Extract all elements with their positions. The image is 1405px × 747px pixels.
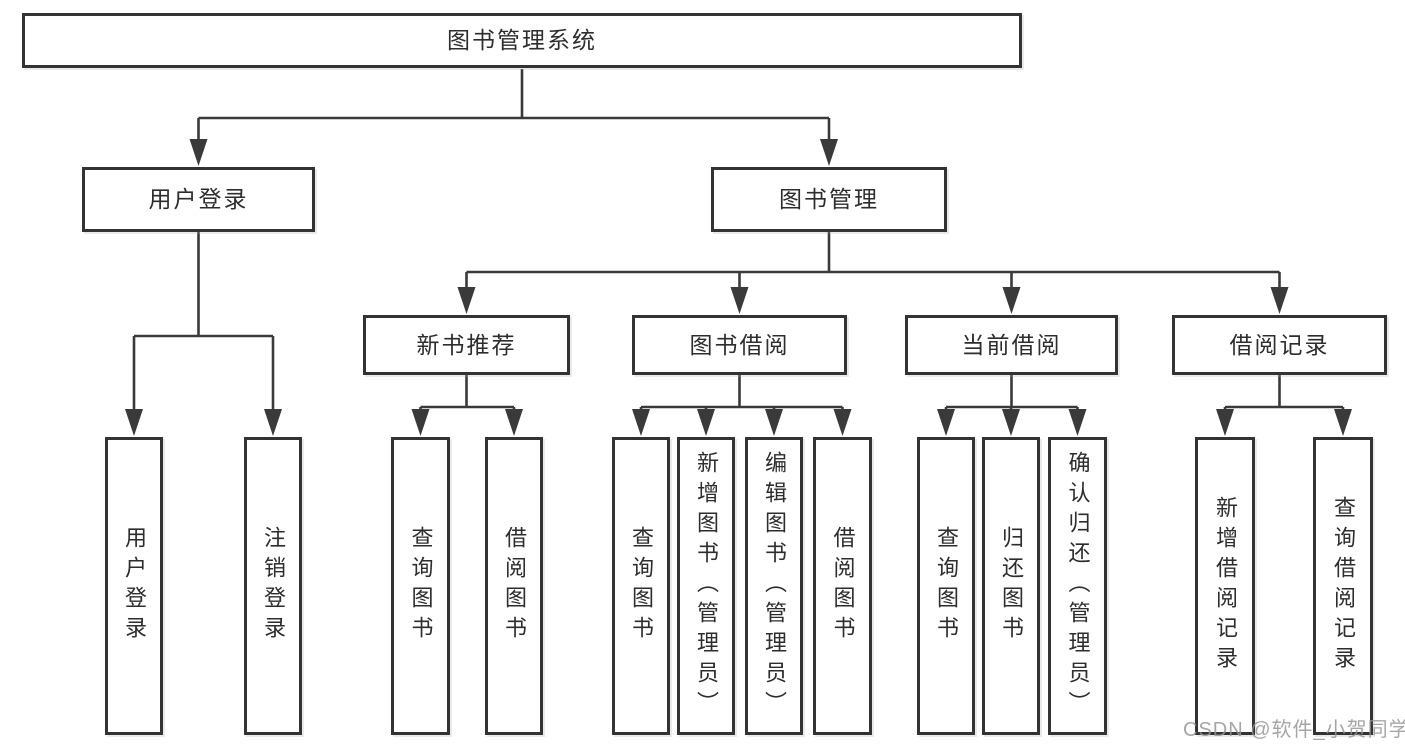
section-current-borrowing: 当前借阅 [905, 315, 1118, 375]
arrow-down-icon [505, 409, 523, 436]
arrow-down-icon [697, 409, 715, 436]
arrow-down-icon [1216, 409, 1234, 436]
arrow-down-icon [632, 409, 650, 436]
arrow-down-icon [1334, 409, 1352, 436]
section-current-borrowing-label: 当前借阅 [961, 331, 1062, 358]
arrow-down-icon [820, 139, 838, 166]
leaf-nbr-borrow-books-label: 借阅图书 [502, 526, 527, 646]
arrow-down-icon [1002, 409, 1020, 436]
leaf-cb-query-books: 查询图书 [917, 437, 975, 735]
leaf-nbr-query-books: 查询图书 [391, 437, 450, 735]
section-new-book-recommend: 新书推荐 [363, 315, 570, 375]
leaf-bb-edit-books-admin-label: 编辑图书（管理员） [762, 451, 787, 721]
leaf-br-add-record: 新增借阅记录 [1195, 437, 1255, 735]
leaf-bb-edit-books-admin: 编辑图书（管理员） [745, 437, 803, 735]
node-root-label: 图书管理系统 [447, 27, 597, 53]
connector-borrowing-records [1223, 374, 1345, 410]
leaf-br-query-record: 查询借阅记录 [1313, 437, 1373, 735]
leaf-cb-query-books-label: 查询图书 [934, 526, 959, 646]
arrow-down-icon [765, 409, 783, 436]
connector-current-borrowing [944, 374, 1079, 410]
section-book-borrowing-label: 图书借阅 [689, 331, 790, 358]
leaf-bb-add-books-admin-label: 新增图书（管理员） [694, 451, 719, 721]
leaf-br-query-record-label: 查询借阅记录 [1331, 496, 1356, 676]
connector-root [197, 69, 831, 141]
leaf-bb-query-books: 查询图书 [612, 437, 670, 735]
leaf-nbr-query-books-label: 查询图书 [408, 526, 434, 646]
leaf-user-login: 用户登录 [105, 437, 163, 735]
node-root: 图书管理系统 [22, 13, 1022, 68]
arrow-down-icon [189, 139, 208, 166]
leaf-nbr-borrow-books: 借阅图书 [485, 437, 543, 735]
arrow-down-icon [457, 287, 476, 314]
section-borrowing-records: 借阅记录 [1172, 315, 1387, 375]
branch-book-management-label: 图书管理 [779, 186, 879, 212]
section-book-borrowing: 图书借阅 [632, 315, 847, 375]
leaf-bb-query-books-label: 查询图书 [629, 526, 654, 646]
leaf-bb-borrow-books: 借阅图书 [813, 437, 872, 735]
arrow-down-icon [937, 409, 955, 436]
arrow-down-icon [264, 409, 282, 436]
arrow-down-icon [1002, 287, 1021, 314]
leaf-bb-add-books-admin: 新增图书（管理员） [677, 437, 735, 735]
branch-user-login-label: 用户登录 [148, 186, 249, 212]
leaf-cb-confirm-return-admin-label: 确认归还（管理员） [1065, 451, 1091, 721]
section-borrowing-records-label: 借阅记录 [1229, 331, 1330, 358]
leaf-user-login-label: 用户登录 [122, 526, 147, 646]
branch-book-management: 图书管理 [711, 167, 947, 232]
arrow-down-icon [1068, 409, 1087, 436]
arrow-down-icon [833, 409, 852, 436]
leaf-cb-return-books-label: 归还图书 [999, 526, 1024, 646]
leaf-logout: 注销登录 [244, 437, 302, 735]
connector-book-management [465, 231, 1281, 289]
leaf-bb-borrow-books-label: 借阅图书 [830, 526, 856, 646]
arrow-down-icon [1270, 287, 1289, 314]
connector-book-borrowing [639, 374, 844, 410]
connector-user-login [132, 231, 275, 411]
arrow-down-icon [730, 287, 749, 314]
connector-new-book-recommend [419, 374, 516, 410]
arrow-down-icon [411, 409, 430, 436]
branch-user-login: 用户登录 [82, 167, 315, 232]
section-new-book-recommend-label: 新书推荐 [416, 331, 517, 358]
watermark: CSDN @软件_小贺同学 [1183, 719, 1405, 741]
leaf-cb-confirm-return-admin: 确认归还（管理员） [1048, 437, 1107, 735]
arrow-down-icon [125, 409, 143, 436]
leaf-logout-label: 注销登录 [261, 526, 286, 646]
arrowheads [125, 139, 1352, 436]
leaf-br-add-record-label: 新增借阅记录 [1213, 496, 1238, 676]
leaf-cb-return-books: 归还图书 [982, 437, 1040, 735]
